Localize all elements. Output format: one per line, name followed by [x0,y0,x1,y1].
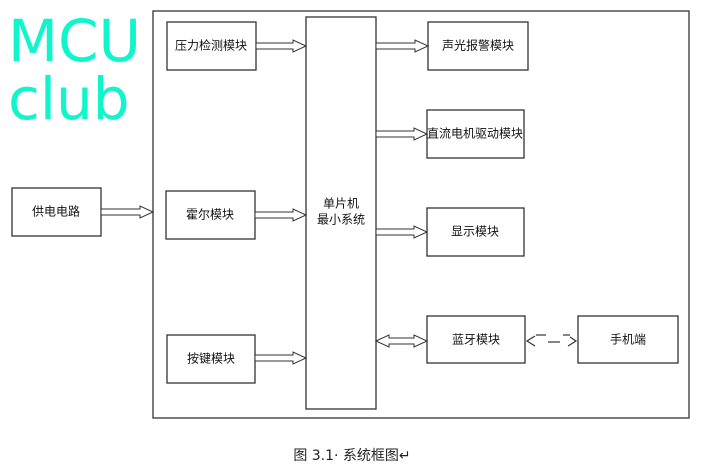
motor-label: 直流电机驱动模块 [427,127,523,141]
arrow-power-system [100,205,155,219]
arrow-keys-mcu [254,351,308,365]
arrow-hall-mcu [254,208,308,222]
mcu-block: 单片机 最小系统 [305,16,377,410]
power-block: 供电电路 [11,187,102,237]
bluetooth-label: 蓝牙模块 [452,333,500,347]
arrow-mcu-display [375,225,429,239]
wireless-link [525,334,578,347]
arrow-mcu-motor [375,127,429,141]
hall-block: 霍尔模块 [165,190,256,240]
mcu-label-1: 单片机 [323,197,359,211]
pressure-label: 压力检测模块 [175,38,247,53]
alarm-label: 声光报警模块 [442,38,514,53]
alarm-block: 声光报警模块 [427,21,529,71]
keys-block: 按键模块 [166,334,256,384]
figure-caption: 图 3.1· 系统框图↵ [293,448,411,464]
power-label: 供电电路 [32,204,80,219]
motor-block: 直流电机驱动模块 [426,109,525,159]
keys-label: 按键模块 [187,352,235,366]
arrow-pressure-mcu [255,39,308,53]
arrow-mcu-alarm [375,39,430,53]
bluetooth-block: 蓝牙模块 [426,315,526,364]
display-label: 显示模块 [451,225,499,239]
phone-label: 手机端 [610,333,646,347]
phone-block: 手机端 [577,315,679,364]
mcuclub-watermark: MCUclub [8,7,141,133]
hall-label: 霍尔模块 [186,207,234,222]
arrow-mcu-bluetooth [374,334,429,348]
pressure-block: 压力检测模块 [166,21,257,71]
display-block: 显示模块 [426,207,525,257]
mcu-label-2: 最小系统 [317,213,365,227]
